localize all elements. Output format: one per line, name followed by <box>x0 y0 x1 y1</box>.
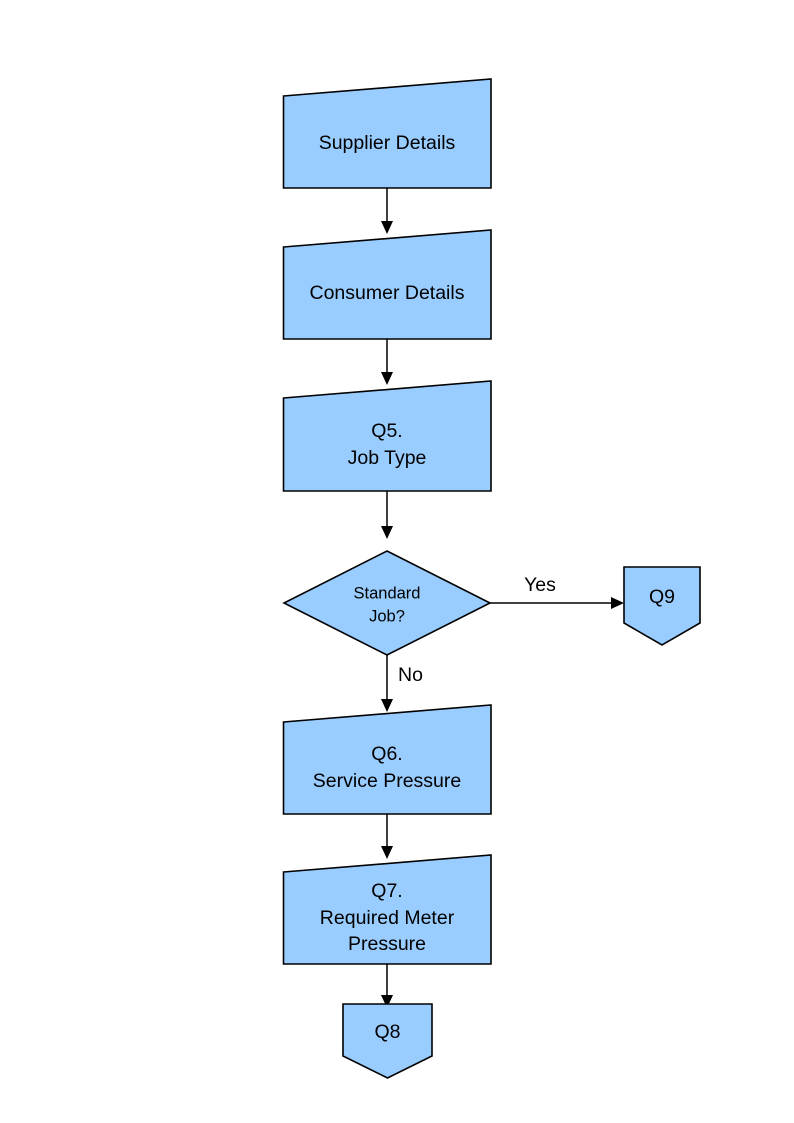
node-supplier-details[interactable]: Supplier Details <box>282 78 492 189</box>
standard-job-decision-shape[interactable] <box>282 550 492 656</box>
q5-job-type-label-line2: Job Type <box>348 447 427 469</box>
arrow-head-icon <box>381 846 393 859</box>
arrow-head-icon <box>381 995 393 1008</box>
arrow-head-icon <box>381 526 393 539</box>
supplier-details-shape[interactable] <box>282 78 492 189</box>
edge-q7-to-q8 <box>381 964 393 1008</box>
edge-label-no: No <box>398 664 423 686</box>
edge-consumer-to-q5 <box>381 339 393 385</box>
standard-job-label-line1: Standard <box>354 584 421 602</box>
edge-supplier-to-consumer <box>381 188 393 234</box>
arrow-head-icon <box>381 221 393 234</box>
node-q7-required-meter-pressure[interactable]: Q7. Required Meter Pressure <box>282 854 492 965</box>
arrow-head-icon <box>381 699 393 712</box>
arrow-head-icon <box>381 372 393 385</box>
q7-label-line1: Q7. <box>371 880 402 902</box>
q8-connector-label: Q8 <box>374 1021 400 1043</box>
q6-service-pressure-label-line1: Q6. <box>371 743 402 765</box>
node-q9-connector[interactable]: Q9 <box>623 566 701 646</box>
q5-job-type-label-line1: Q5. <box>371 420 402 442</box>
edge-q6-to-q7 <box>381 814 393 859</box>
node-standard-job-decision[interactable]: Standard Job? <box>282 550 492 656</box>
standard-job-label-line2: Job? <box>369 607 405 625</box>
node-q6-service-pressure[interactable]: Q6. Service Pressure <box>282 704 492 815</box>
q6-service-pressure-label-line2: Service Pressure <box>313 770 461 792</box>
edge-label-yes: Yes <box>524 574 556 596</box>
consumer-details-label: Consumer Details <box>310 282 465 304</box>
consumer-details-shape[interactable] <box>282 229 492 340</box>
node-consumer-details[interactable]: Consumer Details <box>282 229 492 340</box>
q7-label-line2: Required Meter <box>320 907 455 929</box>
q9-connector-shape[interactable] <box>623 566 701 646</box>
node-q8-connector[interactable]: Q8 <box>342 1003 433 1079</box>
arrow-head-icon <box>611 597 624 609</box>
q5-job-type-shape[interactable] <box>282 380 492 492</box>
q7-required-meter-pressure-shape[interactable] <box>282 854 492 965</box>
q7-label-line3: Pressure <box>348 933 426 955</box>
q9-connector-label: Q9 <box>649 586 675 608</box>
node-q5-job-type[interactable]: Q5. Job Type <box>282 380 492 492</box>
q8-connector-shape[interactable] <box>342 1003 433 1079</box>
edge-decision-no-to-q6: No <box>381 655 423 712</box>
q6-service-pressure-shape[interactable] <box>282 704 492 815</box>
supplier-details-label: Supplier Details <box>319 132 456 154</box>
edge-q5-to-decision <box>381 491 393 539</box>
edge-decision-yes-to-q9: Yes <box>490 574 624 609</box>
